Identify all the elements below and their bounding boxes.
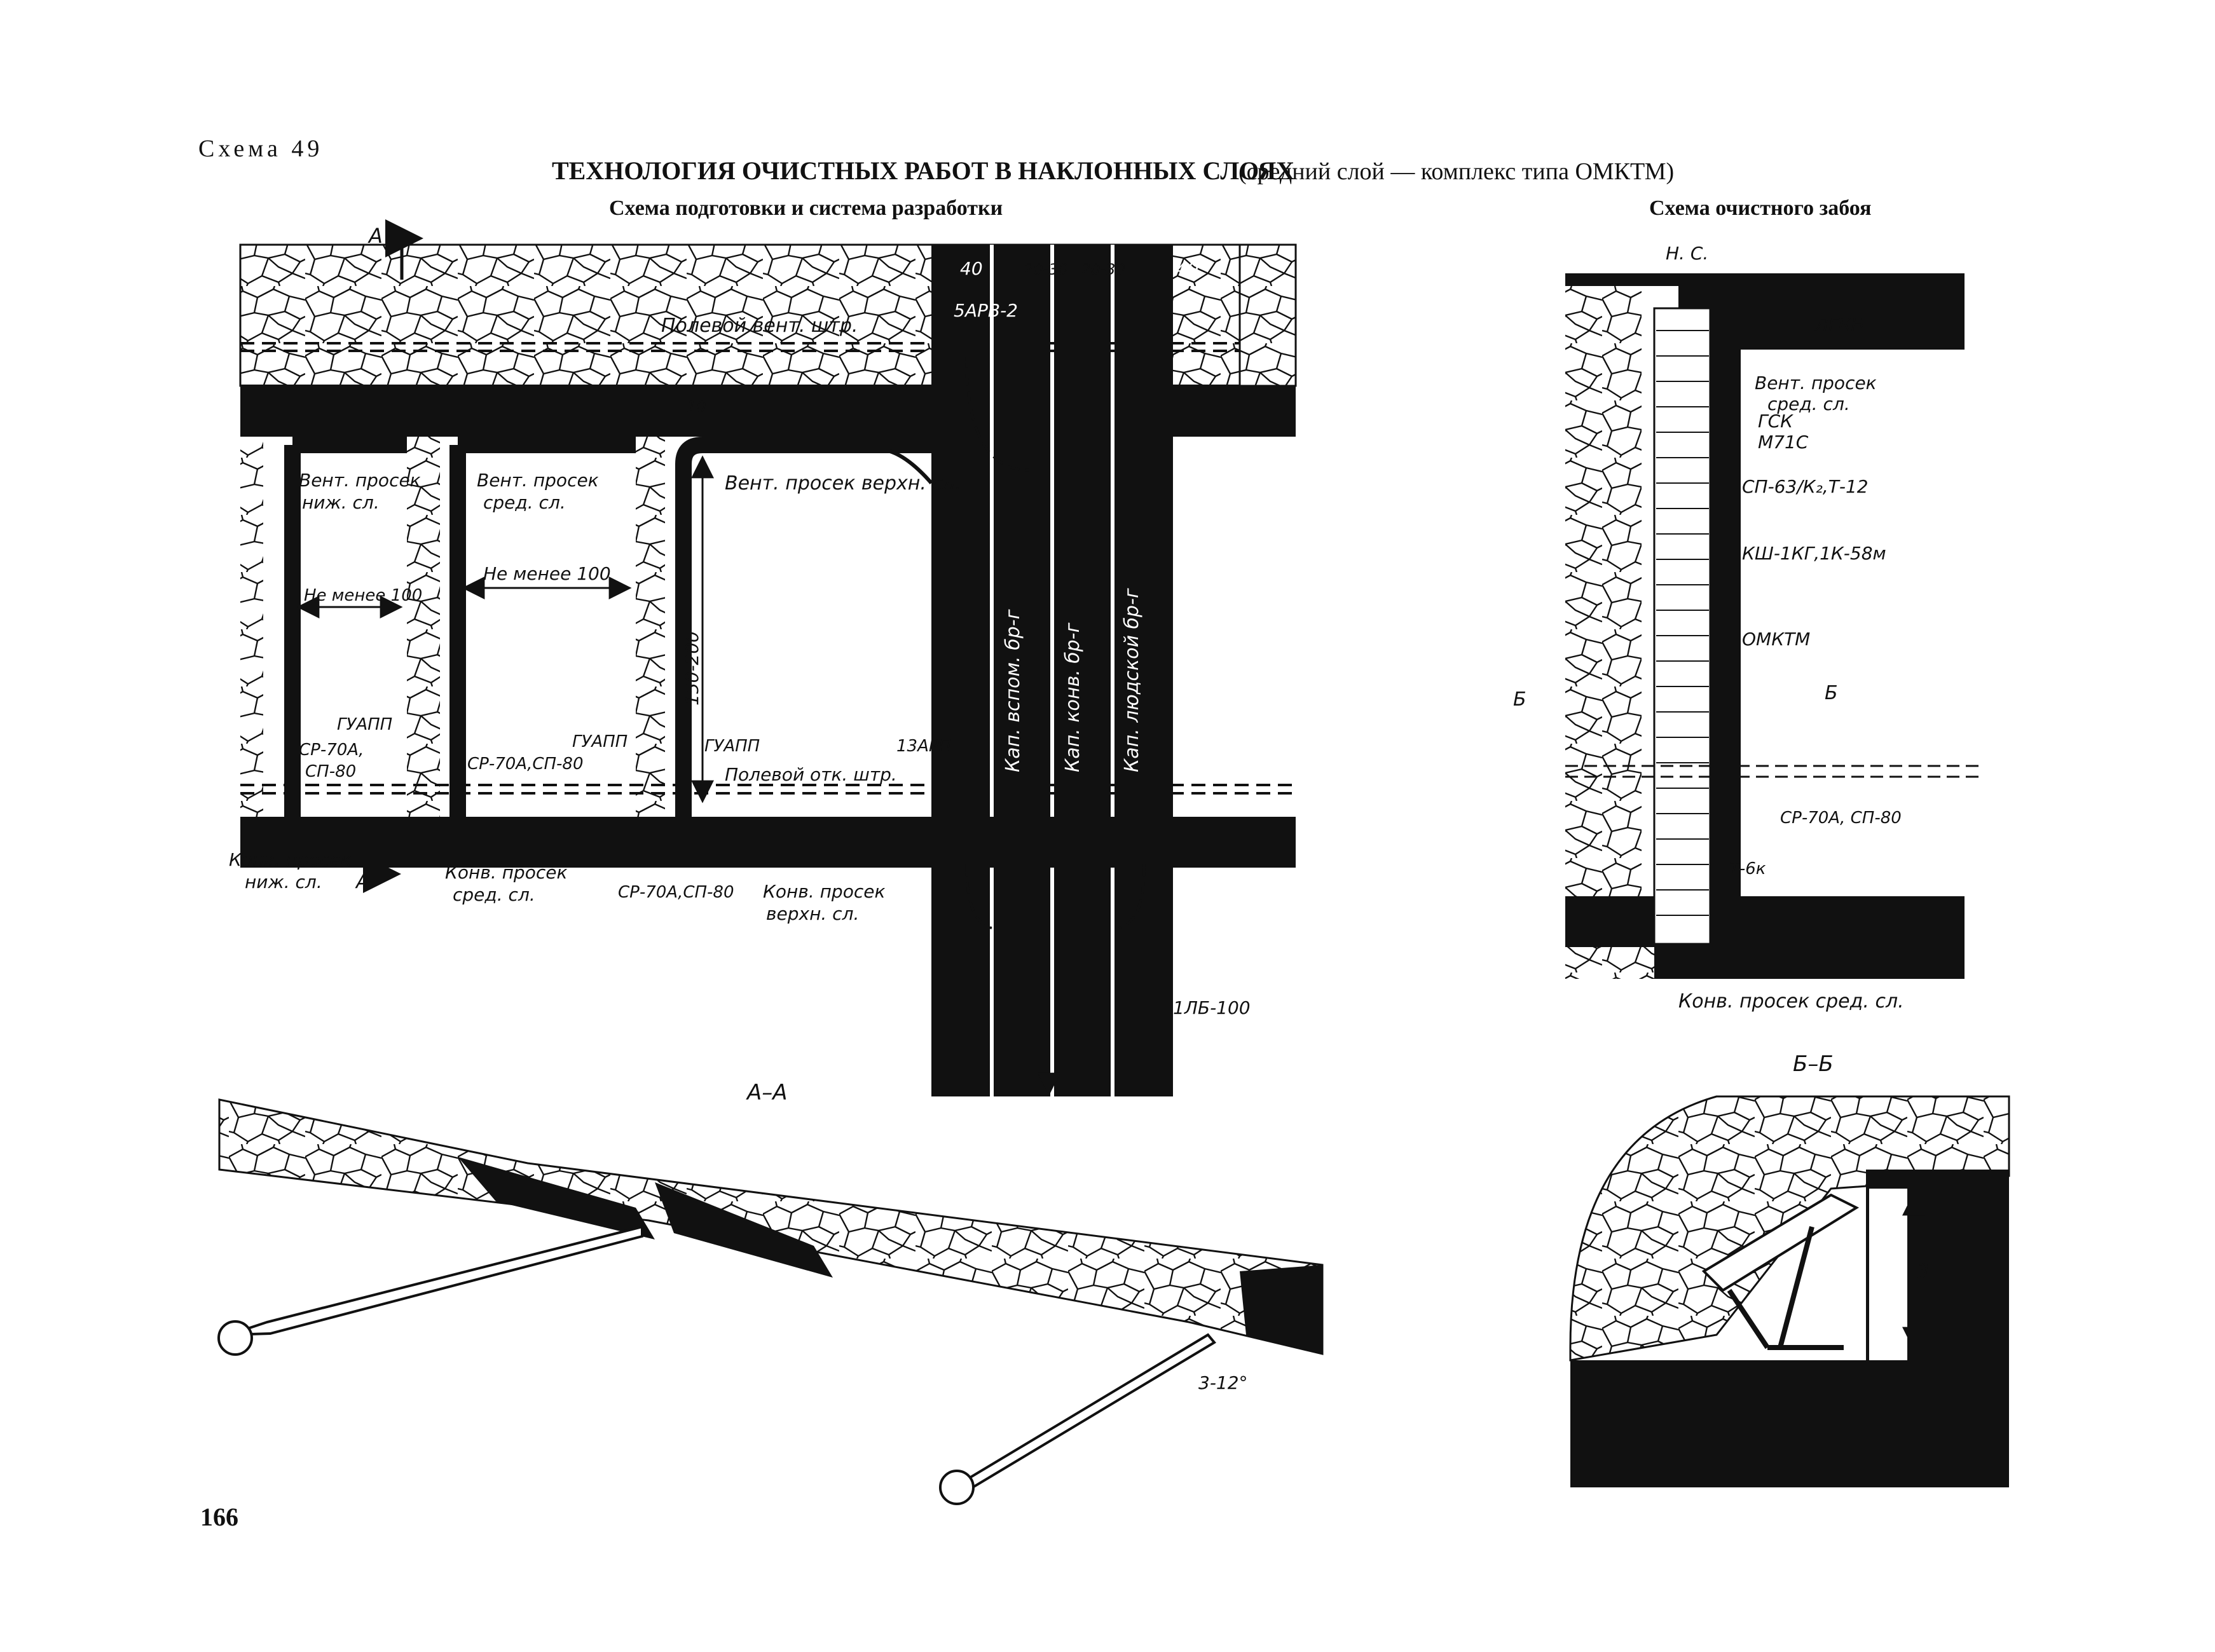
lgkn-label: ЛГКН <box>1814 314 1865 335</box>
angle-label: 3-12° <box>1198 1372 1248 1393</box>
kap-konv: Кап. конв. бр-г <box>1062 622 1084 772</box>
ns-label: Н. С. <box>1666 243 1708 264</box>
field-otk-drift: Полевой отк. штр. <box>725 764 897 785</box>
konv-mid-1: Конв. просек <box>445 862 567 883</box>
section-aa-title: А–А <box>746 1080 788 1105</box>
sr-2: СР-70А,СП-80 <box>467 754 584 774</box>
arv-label: 5АРВ-2 <box>954 300 1018 321</box>
t6k-label: Т-6к <box>1729 859 1766 878</box>
not-less-2: Не менее 100 <box>483 563 611 584</box>
m71-label: М71С <box>1758 432 1809 453</box>
konv-face: Конв. просек сред. сл. <box>1678 990 1904 1013</box>
kap-vspom: Кап. вспом. бр-г <box>1002 609 1024 772</box>
sr-3: СР-70А,СП-80 <box>618 883 734 902</box>
konv-top-2: верхн. сл. <box>766 903 859 924</box>
sr-1b: СП-80 <box>305 762 356 781</box>
guapp-2: ГУАПП <box>572 732 627 751</box>
konv-mid-2: сред. сл. <box>453 884 535 905</box>
sr-face: СР-70А, СП-80 <box>1780 809 1902 828</box>
gsk-label: ГСК <box>1758 411 1793 432</box>
konv-top-1: Конв. просек <box>763 881 885 902</box>
guapp-1: ГУАПП <box>337 715 392 734</box>
vent-mid-1: Вент. просек <box>477 470 599 491</box>
conveyor-drift <box>240 817 1296 868</box>
vent-lower-1: Вент. просек <box>299 470 421 491</box>
section-aa: А–А 3-12° <box>217 1080 1324 1505</box>
sp63-label: СП-63/К₂,Т-12 <box>1742 476 1869 497</box>
dim-2030-a: 20-30 <box>1024 261 1068 278</box>
dim-10: 10 <box>687 398 706 416</box>
rock-pillar-1 <box>240 385 263 817</box>
vent-1: Вент. просек <box>1755 372 1877 393</box>
face-rock <box>1565 273 1642 947</box>
title-bold: ТЕХНОЛОГИЯ ОЧИСТНЫХ РАБОТ В НАКЛОННЫХ СЛ… <box>552 156 1294 185</box>
subtitle-face: Схема очистного забоя <box>1649 196 1872 220</box>
arp-13: 13АРП <box>896 737 951 756</box>
vent-top: Вент. просек верхн. сл. <box>725 472 961 495</box>
bb-face <box>1869 1189 1907 1360</box>
field-vent-drift: Полевой вент. штр. <box>661 315 858 337</box>
vent-2: сред. сл. <box>1767 393 1850 414</box>
omktm-label: ОМКТМ <box>1742 629 1810 650</box>
b-left: Б <box>1513 688 1526 711</box>
rock-right <box>1238 243 1297 387</box>
panel-top-layer <box>665 439 931 817</box>
rock-pillar-3 <box>636 416 665 849</box>
face-labels: Н. С. ЛГКН Вент. просек сред. сл. ГСК М7… <box>1513 243 1904 1013</box>
kap-lyud: Кап. людской бр-г <box>1121 588 1143 772</box>
face-scheme <box>1565 273 1984 979</box>
face-coal <box>1710 315 1741 950</box>
face-vent-drift <box>1678 273 1965 350</box>
konv-lower-1: Конв. просек <box>229 849 351 870</box>
vent-mid-2: сред. сл. <box>483 492 566 513</box>
face-area <box>1741 350 1963 896</box>
height-label: 3 <box>1917 1260 1929 1283</box>
panel-mid-layer <box>440 439 636 817</box>
dim-40-left: 40 <box>960 258 983 279</box>
face-support <box>1653 307 1711 945</box>
rock-pillar-2 <box>407 416 440 817</box>
section-bb-title: Б–Б <box>1793 1051 1834 1077</box>
section-a-top: А <box>367 224 383 248</box>
section-bb: Б–Б 3 <box>1569 1051 2010 1487</box>
sr-1a: СР-70А, <box>299 741 364 760</box>
page-number: 166 <box>200 1503 238 1531</box>
bb-floor <box>1570 1360 2009 1487</box>
plan-view <box>239 219 1297 1096</box>
plan-labels: А 40 20-30 20-30 40 5АРВ-2 Полевой вент.… <box>229 224 1251 1018</box>
title-rest: (средний слой — комплекс типа ОМКТМ) <box>1238 158 1674 185</box>
not-less-1: Не менее 100 <box>304 586 422 605</box>
ksh-label: КШ-1КГ,1К-58м <box>1742 543 1886 564</box>
vent-lower-2: ниж. сл. <box>302 492 380 513</box>
konv-lower-2: ниж. сл. <box>245 871 322 892</box>
b-right: Б <box>1825 682 1838 704</box>
section-a-bottom: А <box>355 871 369 893</box>
face-bottom-rock <box>1565 947 1654 979</box>
dim-2030-b: 20-30 <box>1081 261 1125 278</box>
subtitle-plan: Схема подготовки и система разработки <box>609 196 1003 220</box>
dim-150-200: 150-200 <box>682 631 703 706</box>
scheme-number: Схема 49 <box>198 135 323 162</box>
dim-40-right: 40 <box>1176 258 1199 279</box>
guapp-3: ГУАПП <box>704 737 760 756</box>
lb-100: 1ЛБ-100 <box>1173 997 1251 1018</box>
